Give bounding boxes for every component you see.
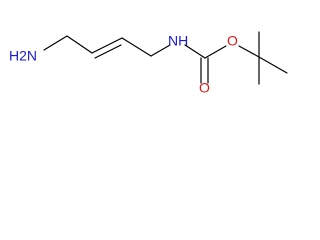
carbonyl-oxygen-label: O	[199, 80, 210, 96]
ester-oxygen-label: O	[227, 33, 238, 49]
bond-n1-c1	[43, 35, 68, 51]
bond-c5-o2	[204, 45, 227, 59]
amine-nitrogen-label: H2N	[9, 48, 37, 64]
bond-c4-n2	[150, 44, 171, 57]
bond-n2-c5	[184, 44, 206, 59]
molecule-diagram: H2N NH O O	[9, 31, 288, 96]
carbamate-nitrogen-label: NH	[168, 33, 188, 49]
bond-o2-c6	[238, 45, 260, 58]
bond-c3-c4	[121, 37, 152, 57]
bond-c2-c3	[91, 37, 123, 54]
bond-c6-methyl-right	[258, 56, 288, 74]
bond-c1-c2	[66, 35, 93, 54]
bond-c2-c3-double	[94, 44, 122, 59]
structure-canvas: H2N NH O O	[0, 0, 302, 114]
